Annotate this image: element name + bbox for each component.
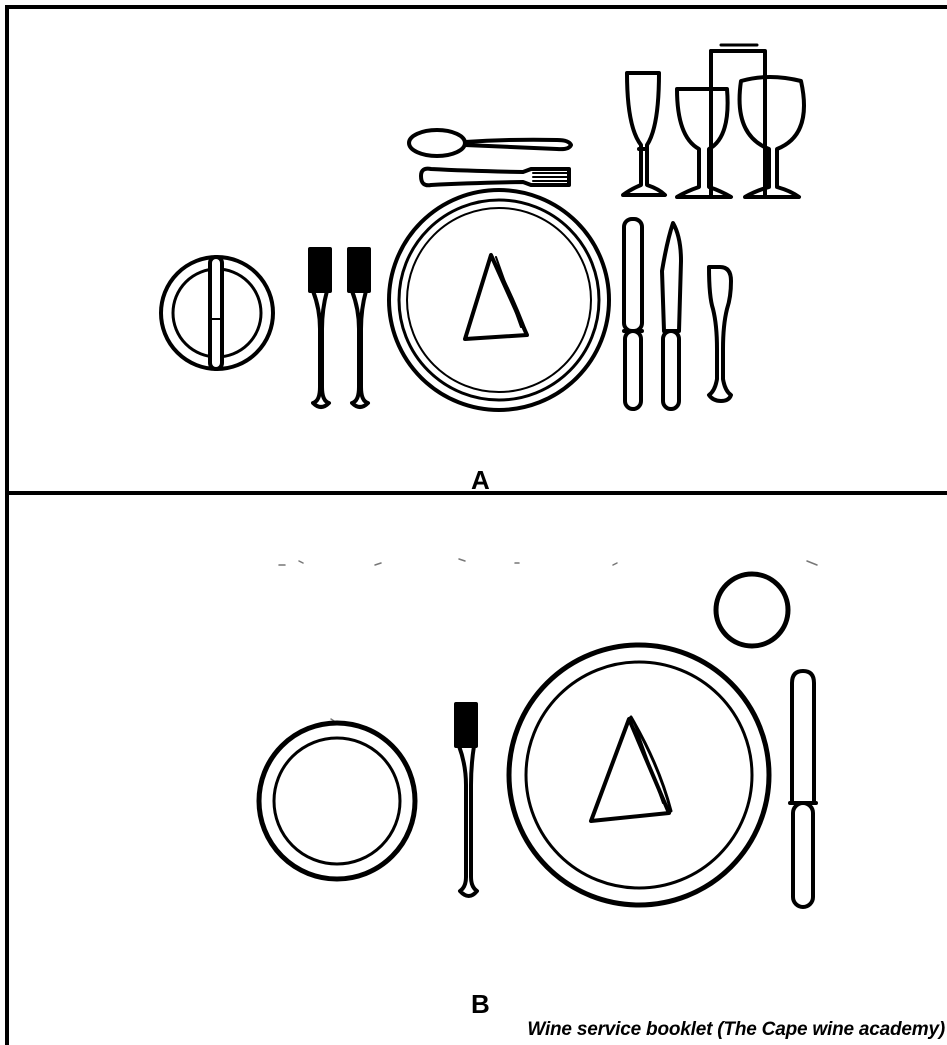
water-tumbler-icon: [711, 45, 765, 195]
figure-b-panel: B: [9, 495, 947, 1043]
knife-icon: [662, 223, 681, 409]
wine-glass-icon: [677, 89, 731, 197]
figure-b-label: B: [471, 991, 490, 1017]
knife-icon: [790, 671, 816, 907]
glass-icon: [716, 574, 788, 646]
champagne-flute-icon: [623, 73, 665, 195]
soup-spoon-icon: [709, 267, 731, 401]
fork-icon: [310, 249, 330, 407]
bread-plate-icon: [161, 257, 273, 369]
table-setting-b-illustration: [9, 495, 947, 1043]
fork-icon: [349, 249, 369, 407]
dessert-fork-icon: [421, 169, 569, 186]
dinner-plate-icon: [509, 645, 769, 905]
dinner-plate-icon: [389, 190, 609, 410]
napkin-icon: [591, 717, 671, 821]
table-setting-a-illustration: [9, 9, 947, 491]
figure-a-panel: A: [9, 9, 947, 491]
red-wine-glass-icon: [740, 77, 804, 197]
knife-icon: [624, 219, 642, 409]
napkin-icon: [465, 255, 527, 339]
source-caption: Wine service booklet (The Cape wine acad…: [527, 1019, 945, 1041]
dessert-spoon-icon: [409, 130, 571, 156]
bread-plate-icon: [259, 723, 415, 879]
fork-icon: [456, 704, 477, 896]
figure-a-label: A: [471, 467, 490, 493]
